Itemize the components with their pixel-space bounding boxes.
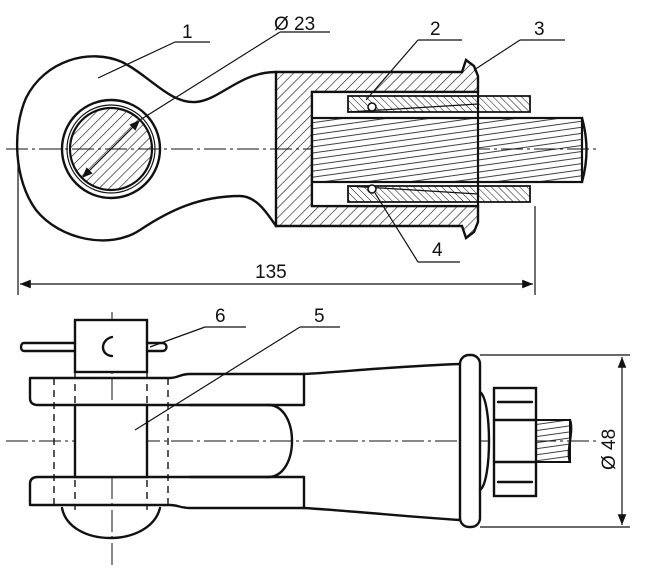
callout-4-label: 4 xyxy=(432,240,443,261)
housing-flange xyxy=(458,353,482,529)
wedge-lower xyxy=(347,185,531,203)
fork-body-taper xyxy=(302,362,462,522)
callout-5-label: 5 xyxy=(314,306,325,327)
top-section-view: Ø 23 1 2 3 4 135 xyxy=(6,14,600,295)
callout-6-leader xyxy=(149,326,206,348)
callout-4-leader xyxy=(374,192,419,263)
ball-lower xyxy=(367,184,377,194)
wire-rope-end xyxy=(580,116,588,184)
clevis-pin-head xyxy=(73,318,149,374)
pin-inner-ring xyxy=(66,104,156,194)
wedge-upper xyxy=(347,95,531,113)
nut-body xyxy=(492,386,538,498)
callout-5-leader xyxy=(134,326,301,431)
eye-body-outline xyxy=(15,55,278,242)
bottom-side-view: 6 5 Ø 48 xyxy=(6,306,630,565)
eye-lower-arc xyxy=(60,506,162,540)
fork-upper-jaw xyxy=(28,372,306,407)
fork-lower-jaw xyxy=(28,475,306,510)
length-135-label: 135 xyxy=(255,262,287,283)
callout-3-label: 3 xyxy=(534,19,545,40)
housing-neck xyxy=(478,390,491,492)
fork-tongue xyxy=(266,403,294,479)
callout-2-leader xyxy=(365,39,419,101)
callout-1-leader xyxy=(97,41,176,79)
diameter-48-label: Ø 48 xyxy=(599,429,620,470)
diameter-23-dimension-line xyxy=(81,119,141,179)
fork-gap-bottom xyxy=(188,403,272,479)
ball-upper xyxy=(367,102,377,112)
rope-stub xyxy=(535,419,571,463)
callout-2-label: 2 xyxy=(430,19,441,40)
rope-stub-break xyxy=(567,418,573,464)
callout-6-label: 6 xyxy=(215,306,226,327)
cotter-pin xyxy=(19,335,168,358)
callout-1-label: 1 xyxy=(182,22,193,43)
diameter-23-label: Ø 23 xyxy=(274,14,315,35)
diameter-23-leader xyxy=(139,31,281,121)
wire-rope-top xyxy=(310,116,584,184)
eye-bore xyxy=(60,98,162,200)
callout-3-leader xyxy=(473,39,521,71)
clevis-pin-shank xyxy=(73,403,149,479)
